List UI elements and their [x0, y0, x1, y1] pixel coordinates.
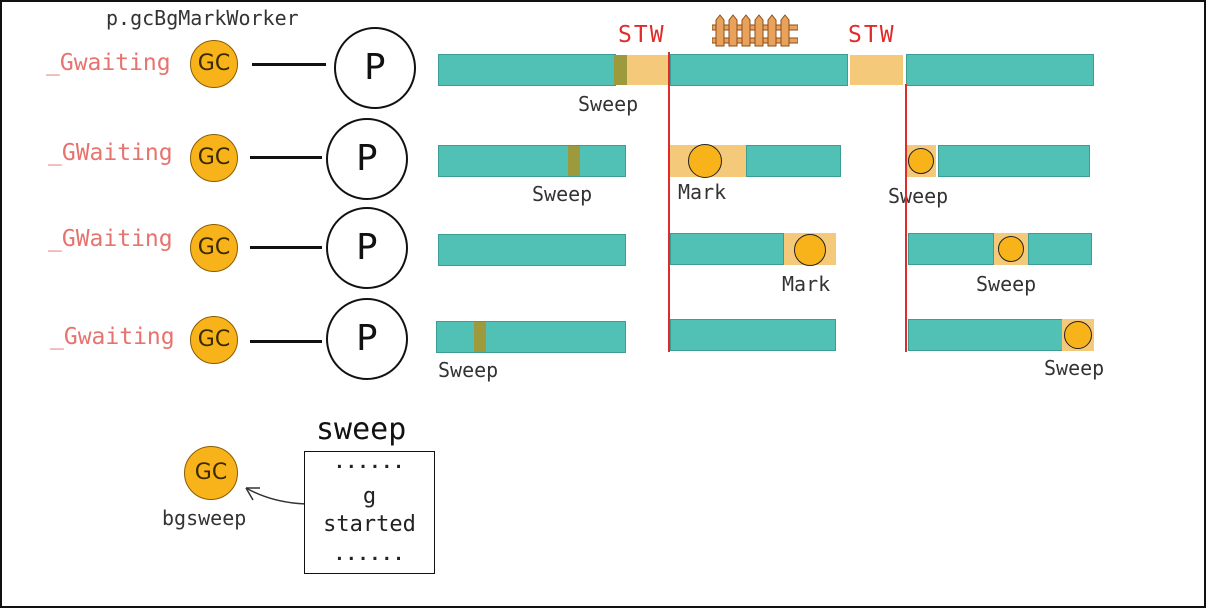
row2-link-line [250, 156, 322, 159]
row3-p-circle: P [326, 207, 408, 289]
row2-running-segment [746, 145, 841, 177]
row2-sweep-marker [568, 146, 580, 176]
bgsweep-label: bgsweep [162, 506, 247, 530]
row4-status-label: _Gwaiting [50, 324, 175, 350]
row1-stw-pause [627, 55, 669, 85]
row4-p-circle: P [326, 298, 408, 380]
row4-gc-circle: GC [190, 316, 238, 364]
row2-running-segment [438, 145, 626, 177]
row2-gc-circle: GC [190, 134, 238, 182]
row4-sweep-marker [474, 322, 486, 352]
sweep-box-dots-top: ...... [333, 452, 406, 473]
row3-running-segment [438, 234, 626, 266]
row3-mark-caption: Mark [782, 272, 831, 296]
bgsweep-gc-circle: GC [184, 446, 238, 500]
row3-running-segment [670, 233, 784, 265]
row3-running-segment [908, 233, 994, 265]
fence-icon [712, 14, 798, 47]
row1-gc-circle: GC [190, 40, 238, 88]
row4-sweep-caption: Sweep [438, 358, 499, 382]
row1-running-segment [670, 54, 848, 86]
stw-boundary-line-2 [905, 84, 907, 352]
row1-sweep-marker [614, 55, 627, 85]
row1-running-segment [438, 54, 616, 86]
row1-stw-pause [850, 55, 903, 85]
sweep-box-dots-bottom: ...... [333, 544, 406, 565]
row1-running-segment [906, 54, 1094, 86]
row2-mark-caption: Mark [678, 180, 727, 204]
row2-sweep-worker-dot [908, 148, 934, 174]
stw-label-2: STW [848, 22, 896, 48]
row3-status-label: _GWaiting [48, 226, 173, 252]
row3-mark-worker-dot [794, 234, 826, 266]
row2-running-segment [938, 145, 1090, 177]
row1-link-line [252, 63, 326, 66]
row1-p-circle: P [334, 27, 416, 109]
row3-running-segment [1028, 233, 1092, 265]
row2-p-circle: P [326, 118, 408, 200]
row4-running-segment [908, 319, 1064, 351]
row3-sweep-caption: Sweep [976, 272, 1037, 296]
row4-running-segment [436, 321, 626, 353]
row1-status-label: _Gwaiting [46, 50, 171, 76]
row4-link-line [250, 340, 322, 343]
row1-sweep-caption: Sweep [578, 92, 639, 116]
row3-sweep-worker-dot [998, 236, 1024, 262]
stw-label-1: STW [618, 22, 666, 48]
stw-boundary-line-1 [668, 52, 670, 352]
sweep-box-started: started [323, 512, 416, 537]
row4-sweep-caption-2: Sweep [1044, 356, 1105, 380]
row4-sweep-worker-dot [1064, 321, 1092, 349]
worker-label: p.gcBgMarkWorker [106, 6, 299, 30]
sweep-box-title: sweep [316, 412, 407, 447]
row2-sweep-caption: Sweep [532, 182, 593, 206]
row2-sweep-caption-2: Sweep [888, 184, 949, 208]
row3-gc-circle: GC [190, 224, 238, 272]
row3-link-line [250, 246, 322, 249]
row4-running-segment [670, 319, 836, 351]
sweep-state-box: ...... g started ...... [304, 451, 435, 574]
sweep-box-g: g [362, 484, 377, 509]
row2-status-label: _GWaiting [48, 140, 173, 166]
row2-mark-worker-dot [688, 144, 722, 178]
